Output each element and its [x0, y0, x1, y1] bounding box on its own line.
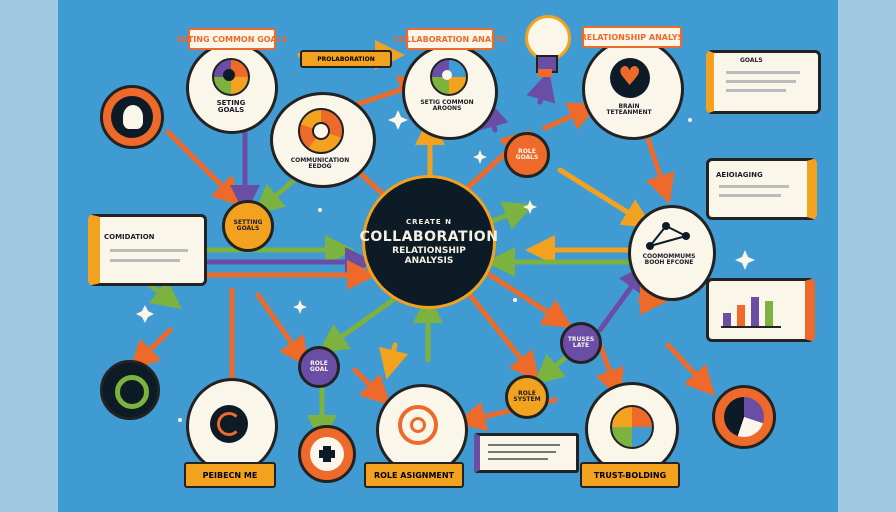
arrow: [557, 167, 653, 228]
donut-icon: [298, 108, 344, 154]
arrow: [597, 262, 649, 333]
arrow: [595, 342, 624, 400]
node-right-mid: [628, 205, 716, 301]
role-goal-badge: ROLE GOAL: [298, 346, 340, 388]
node-top-center-label: SETIG COMMON AROONS: [420, 99, 474, 112]
card-bottom-center: [474, 433, 579, 473]
tag-top-left: SETING COMMON GOALS: [177, 28, 287, 50]
card-right-upper: [706, 158, 817, 220]
card-right-upper-label: AEIOIAGING: [716, 171, 763, 179]
sparkle-icon: [735, 250, 755, 270]
network-icon: [646, 222, 690, 250]
sparkle-icon: [473, 150, 487, 164]
heart-icon: ♥: [610, 58, 650, 98]
tag-bottom-right: TRUST-BOLDING: [580, 462, 680, 488]
card-bar-chart: [706, 278, 815, 342]
arrow: [467, 292, 540, 382]
tag-top-left-arrow: PROLABORATION: [300, 50, 392, 68]
dot: [688, 118, 692, 122]
arrow: [129, 327, 173, 371]
arrow: [642, 127, 675, 205]
dot: [513, 298, 517, 302]
node-top-left-label: SETING GOALS: [216, 99, 246, 114]
hub-line1: CREATE N: [405, 217, 453, 226]
donut-icon: [212, 58, 250, 96]
role-goal-label: ROLE GOAL: [309, 360, 329, 373]
role-goals-badge: ROLE GOALS: [504, 132, 550, 178]
sparkle-icon: [293, 300, 307, 314]
node-top-right-label: BRAIN TETEANMENT: [606, 103, 652, 116]
quadrant-pie-icon: [610, 405, 654, 449]
arrow: [526, 70, 556, 105]
central-hub: CREATE N COLLABORATION RELATIONSHIP ANAL…: [359, 175, 499, 309]
sparkle-icon: [523, 200, 537, 214]
progress-ring-icon: [210, 405, 248, 443]
hub-line3: RELATIONSHIP: [392, 245, 466, 256]
sparkle-icon: [388, 110, 408, 130]
arrow: [147, 279, 182, 309]
tag-bottom-left: PEIBECN ME: [184, 462, 276, 488]
ring-icon: [100, 360, 160, 420]
arrow: [352, 367, 391, 406]
arrow: [487, 272, 573, 329]
node-right-mid-label: COOMOMMUMS BOOH EFCONE: [642, 253, 696, 266]
dot: [178, 418, 182, 422]
tag-top-center: COLLABORATION ANALYS: [394, 28, 506, 50]
link-icon: [298, 425, 356, 483]
communication-label: COMMUNICATION EEDOG: [290, 157, 350, 170]
donut-icon: [430, 58, 468, 96]
head-icon: [100, 85, 164, 149]
card-top-right-label: GOALS: [740, 57, 763, 64]
pie-chart-icon: [712, 385, 776, 449]
hub-line2: COLLABORATION: [359, 228, 499, 245]
arrow: [379, 342, 409, 380]
role-goals-label: ROLE GOALS: [515, 148, 539, 161]
card-top-right: [706, 50, 821, 114]
arrow: [165, 129, 243, 207]
truses-late-label: TRUSES LATE: [567, 336, 595, 349]
card-left-label: COMIDATION: [104, 233, 155, 241]
tag-bottom-center: ROLE ASIGNMENT: [364, 462, 464, 488]
truses-late-badge: TRUSES LATE: [560, 322, 602, 364]
tag-top-right: RELATIONSHIP ANALYS: [581, 26, 683, 48]
hub-line4: ANALYSIS: [404, 255, 454, 266]
lightbulb-icon: [520, 15, 571, 85]
card-left: [88, 214, 207, 286]
arrow: [542, 102, 599, 131]
setting-goals-badge: SETTING GOALS: [222, 200, 274, 252]
role-system-badge: ROLE SYSTEM: [505, 375, 549, 419]
arrow: [665, 342, 716, 397]
setting-goals-label: SETTING GOALS: [233, 219, 263, 232]
bar-chart-icon: [721, 297, 781, 328]
arrow: [255, 292, 309, 368]
sparkle-icon: [136, 305, 154, 323]
target-icon: [398, 405, 438, 445]
dot: [318, 208, 322, 212]
role-system-label: ROLE SYSTEM: [513, 390, 541, 403]
arrow: [317, 292, 403, 354]
